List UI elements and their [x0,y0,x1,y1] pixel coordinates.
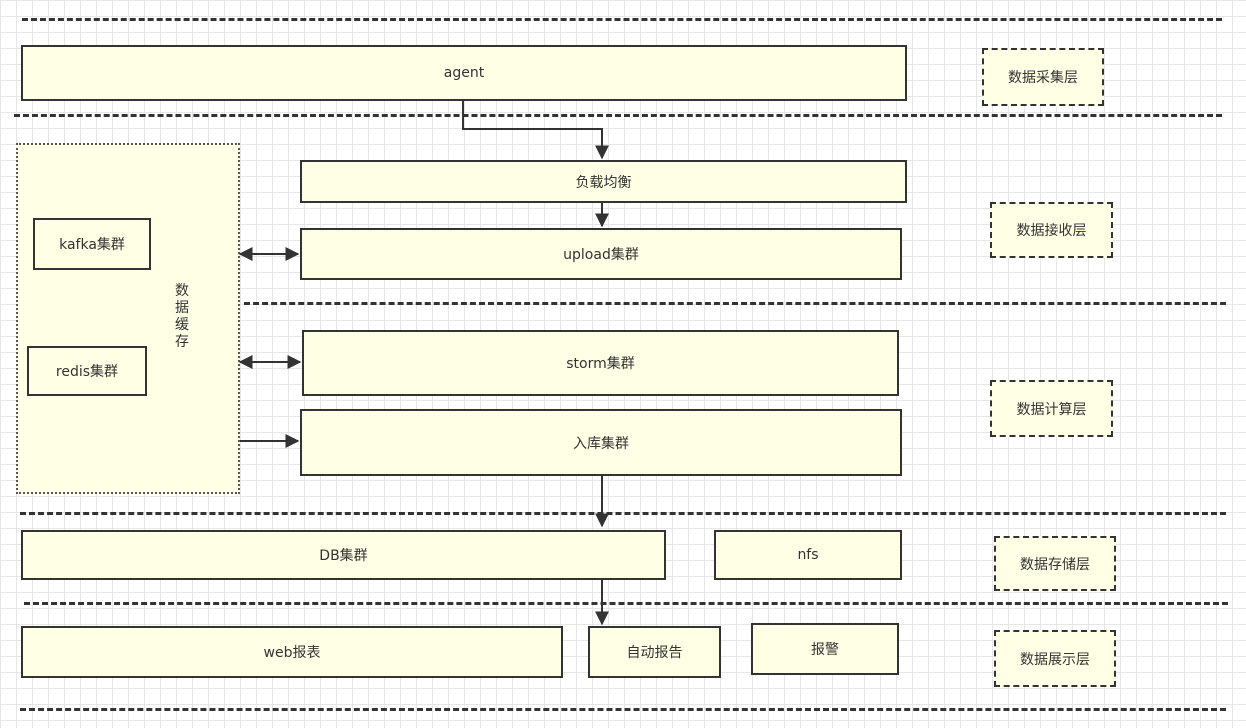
upload-cluster-node[interactable]: upload集群 [300,228,902,280]
edge-agent-to-load-balancer [462,101,609,160]
layer-label-collection: 数据采集层 [982,48,1104,106]
load-balancer-node[interactable]: 负载均衡 [300,160,907,203]
alert-node[interactable]: 报警 [751,623,899,675]
db-cluster-node[interactable]: DB集群 [21,530,666,580]
layer-label-display: 数据展示层 [994,630,1116,687]
layer-label-storage: 数据存储层 [994,536,1116,591]
kafka-cluster-node[interactable]: kafka集群 [33,218,151,270]
web-report-node[interactable]: web报表 [21,626,563,678]
nfs-node[interactable]: nfs [714,530,902,580]
layer-label-computing: 数据计算层 [990,380,1113,437]
data-cache-container [16,143,240,494]
ingest-cluster-node[interactable]: 入库集群 [300,409,902,476]
layer-separator [14,114,1222,117]
layer-separator [20,708,1226,711]
layer-separator [24,602,1228,605]
auto-report-node[interactable]: 自动报告 [588,626,721,678]
redis-cluster-node[interactable]: redis集群 [27,346,147,396]
data-cache-label: 数据缓存 [175,283,189,350]
storm-cluster-node[interactable]: storm集群 [302,330,899,396]
layer-separator [22,18,1222,21]
layer-label-receiving: 数据接收层 [990,202,1113,258]
layer-separator [20,512,1226,515]
layer-separator [244,302,1226,305]
agent-node[interactable]: agent [21,45,907,101]
